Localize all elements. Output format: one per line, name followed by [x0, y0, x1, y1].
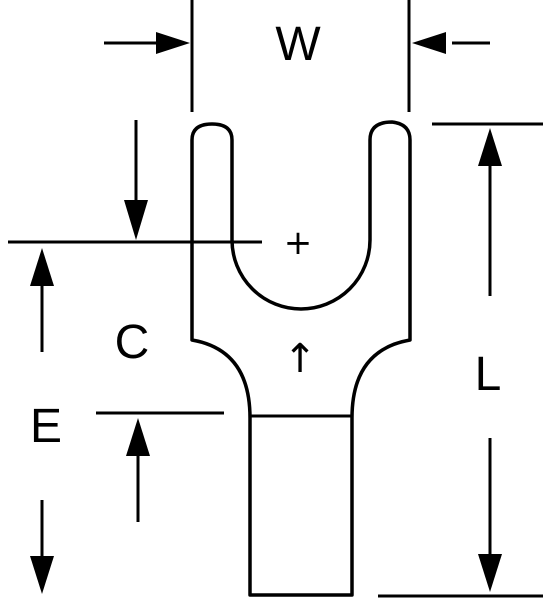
end-arrow-down-head — [30, 556, 54, 594]
end-label: E — [30, 400, 62, 453]
lower-arrow-head — [126, 418, 150, 456]
terminal-outline — [190, 120, 412, 597]
length-label: L — [475, 348, 502, 401]
center-arrow-head — [124, 200, 148, 240]
width-arrow-right-head — [412, 32, 446, 54]
width-label: W — [275, 18, 321, 71]
width-arrow-left-head — [156, 32, 190, 54]
length-arrow-down-head — [478, 554, 502, 592]
stud-center-mark: + — [284, 223, 313, 263]
length-arrow-up-head — [478, 128, 502, 166]
direction-arrow-mark: ↑ — [283, 336, 317, 382]
center-label: C — [115, 316, 150, 369]
end-arrow-up-head — [30, 248, 54, 286]
